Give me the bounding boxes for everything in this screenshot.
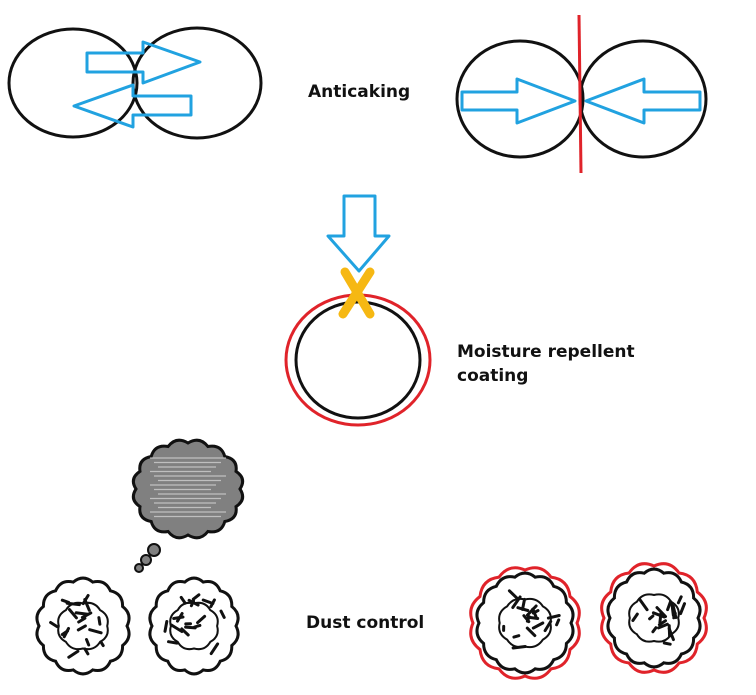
arrow-icon (326, 194, 391, 273)
moisture-label-line2: coating (457, 366, 529, 386)
anticaking-sliding-particles (7, 26, 263, 140)
arrow-icon (460, 77, 577, 125)
arrow-icon (584, 77, 702, 125)
dust-control-illustration (35, 438, 708, 680)
moisture-label-line1: Moisture repellent (457, 342, 635, 362)
bubble-dot (134, 563, 144, 573)
dust-control-label: Dust control (306, 613, 425, 633)
dust-particle-icon (35, 576, 131, 676)
bubble-dot (147, 543, 161, 557)
x-mark-icon (338, 267, 375, 319)
anticaking-label: Anticaking (308, 82, 411, 102)
bubble-dot (140, 554, 152, 566)
moisture-repellent-illustration (284, 194, 432, 427)
dust-cloud-icon (131, 438, 245, 540)
arrow-icon (72, 83, 193, 129)
anticaking-separated-particles (455, 14, 708, 174)
particle-circle (294, 300, 422, 420)
particle-circle-right (578, 39, 708, 159)
dust-particle-coated-icon (469, 566, 581, 680)
moisture-repellent-label: Moisture repellent coating (457, 340, 635, 388)
particle-circle-left (7, 27, 139, 139)
dust-particle-icon (148, 576, 240, 676)
dust-particle-coated-icon (600, 562, 708, 674)
particle-circle-left (455, 39, 585, 159)
coating-ring (284, 293, 432, 427)
particle-circle-right (131, 26, 263, 140)
barrier-line (577, 14, 583, 174)
arrow-icon (85, 40, 202, 85)
